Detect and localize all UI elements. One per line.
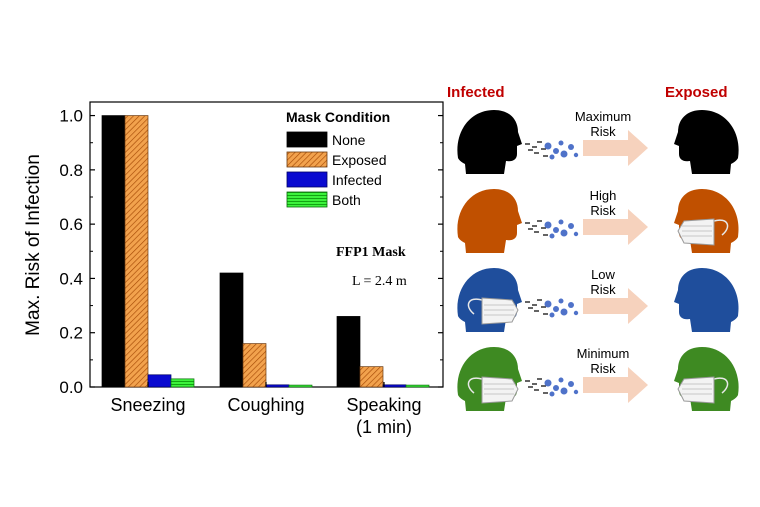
bar-none-1 bbox=[101, 115, 126, 388]
legend-label-both: Both bbox=[332, 192, 361, 208]
infected-head bbox=[457, 189, 522, 253]
infected-mask-icon bbox=[467, 297, 519, 325]
bar-both-1 bbox=[170, 378, 195, 388]
arrow-icon bbox=[583, 130, 648, 166]
exposed-head-silhouette bbox=[674, 110, 739, 174]
bar-exposed-1 bbox=[124, 115, 149, 388]
y-tick-label: 1.0 bbox=[59, 107, 83, 126]
infected-head-silhouette bbox=[457, 110, 522, 174]
legend-swatch-both bbox=[286, 191, 328, 208]
y-tick-label: 0.4 bbox=[59, 269, 83, 288]
droplets-icon bbox=[525, 377, 579, 397]
annotation-distance: L = 2.4 m bbox=[352, 274, 407, 289]
bars bbox=[101, 115, 430, 388]
legend-title: Mask Condition bbox=[286, 109, 390, 125]
bar-infected-2 bbox=[265, 384, 290, 388]
arrow-icon bbox=[583, 367, 648, 403]
y-tick-label: 0.2 bbox=[59, 324, 83, 343]
legend-label-exposed: Exposed bbox=[332, 152, 386, 168]
x-tick-label: Sneezing bbox=[110, 395, 185, 415]
bar-exposed-3 bbox=[359, 366, 384, 388]
bar-exposed-2 bbox=[242, 343, 267, 388]
header-infected: Infected bbox=[447, 84, 505, 101]
arrow-icon bbox=[583, 209, 648, 245]
y-tick-label: 0.8 bbox=[59, 161, 83, 180]
exposed-mask-icon bbox=[677, 376, 729, 404]
x-axis: Sneezing Coughing Speaking(1 min) bbox=[110, 382, 422, 437]
y-axis-label: Max. Risk of Infection bbox=[23, 154, 44, 336]
exposed-head bbox=[674, 110, 739, 174]
droplets-icon bbox=[525, 140, 579, 160]
exposed-mask-icon bbox=[677, 218, 729, 246]
legend-label-none: None bbox=[332, 132, 366, 148]
x-tick-label: Coughing bbox=[227, 395, 304, 415]
bar-infected-3 bbox=[382, 384, 407, 388]
exposed-head-silhouette bbox=[674, 268, 739, 332]
infected-head-silhouette bbox=[457, 189, 522, 253]
infected-mask-icon bbox=[467, 376, 519, 404]
arrow-icon bbox=[583, 288, 648, 324]
droplets-icon bbox=[525, 298, 579, 318]
exposed-head bbox=[674, 347, 739, 411]
infected-head bbox=[457, 347, 522, 411]
bar-chart: 0.0 0.2 0.4 0.6 0.8 1.0 Sneezing Coughing Speak… bbox=[23, 101, 444, 437]
exposed-head bbox=[674, 268, 739, 332]
bar-none-2 bbox=[219, 272, 244, 388]
y-tick-label: 0.0 bbox=[59, 378, 83, 397]
legend-swatch-none bbox=[286, 131, 328, 148]
bar-both-3 bbox=[405, 384, 430, 388]
infected-head bbox=[457, 110, 522, 174]
y-tick-label: 0.6 bbox=[59, 215, 83, 234]
infected-head bbox=[457, 268, 522, 332]
annotation-mask-type: FFP1 Mask bbox=[336, 245, 406, 260]
bar-infected-1 bbox=[147, 374, 172, 388]
legend-swatch-infected bbox=[286, 171, 328, 188]
bar-none-3 bbox=[336, 316, 361, 388]
droplets-icon bbox=[525, 219, 579, 239]
y-axis: 0.0 0.2 0.4 0.6 0.8 1.0 bbox=[59, 107, 443, 397]
bar-both-2 bbox=[288, 384, 313, 388]
legend-swatch-exposed bbox=[286, 151, 328, 168]
header-exposed: Exposed bbox=[665, 84, 728, 101]
x-tick-label: Speaking(1 min) bbox=[346, 395, 421, 437]
legend-label-infected: Infected bbox=[332, 172, 382, 188]
exposed-head bbox=[674, 189, 739, 253]
